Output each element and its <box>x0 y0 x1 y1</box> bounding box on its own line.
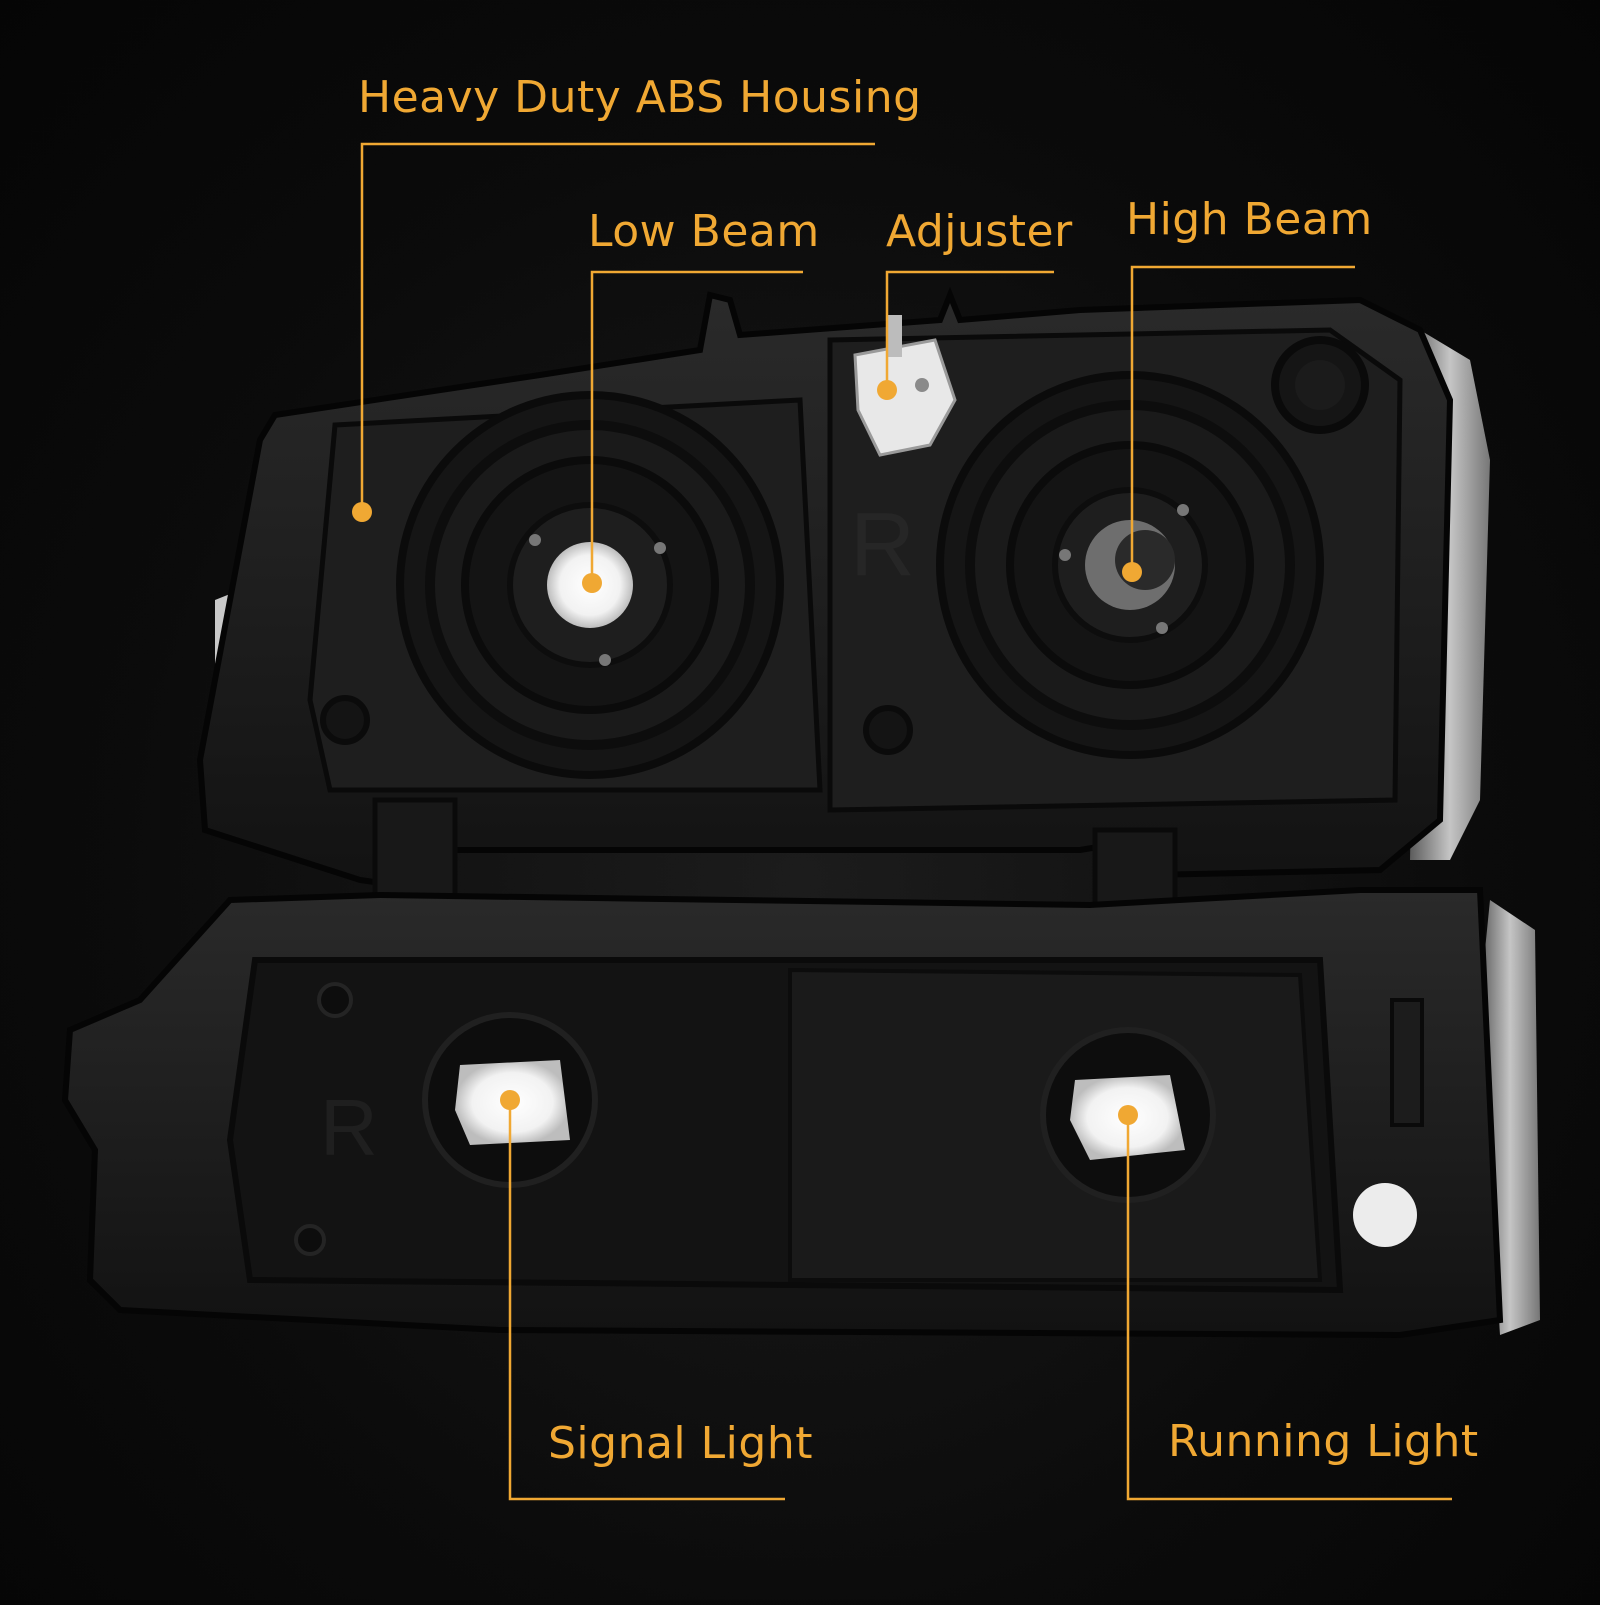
mount-boss <box>863 705 913 755</box>
high-beam-label: High Beam <box>1126 194 1373 245</box>
high-beam-dot <box>1122 562 1142 582</box>
headlamp-housing: R <box>196 286 1490 973</box>
adjuster-label: Adjuster <box>886 206 1073 257</box>
low-beam-leader <box>590 270 803 583</box>
adjuster-leader <box>885 270 1054 390</box>
signal-light-label: Signal Light <box>548 1418 813 1469</box>
screw-boss <box>294 1224 326 1256</box>
callout-lines <box>360 142 1452 1501</box>
side-marker-plug <box>1353 1183 1417 1247</box>
adjuster-dot <box>877 380 897 400</box>
running-leader <box>1126 1115 1452 1501</box>
running-light-label: Running Light <box>1168 1416 1479 1467</box>
signal-leader <box>508 1100 785 1501</box>
housing-label: Heavy Duty ABS Housing <box>358 72 922 123</box>
housing-leader <box>360 142 875 512</box>
signal-dot <box>500 1090 520 1110</box>
emboss-r-lower: R <box>320 1083 378 1172</box>
emboss-r-upper: R <box>850 495 915 595</box>
high-beam-leader <box>1130 265 1355 572</box>
callout-dots <box>352 380 1142 1125</box>
screw-boss <box>317 982 353 1018</box>
low-beam-dot <box>582 573 602 593</box>
mount-boss <box>320 695 370 745</box>
housing-dot <box>352 502 372 522</box>
running-dot <box>1118 1105 1138 1125</box>
adjuster-knob <box>853 315 957 457</box>
vent-cap-inner <box>1295 360 1345 410</box>
signal-lamp-housing: R <box>61 887 1540 1339</box>
low-beam-label: Low Beam <box>588 206 820 257</box>
side-clip <box>1390 998 1424 1127</box>
